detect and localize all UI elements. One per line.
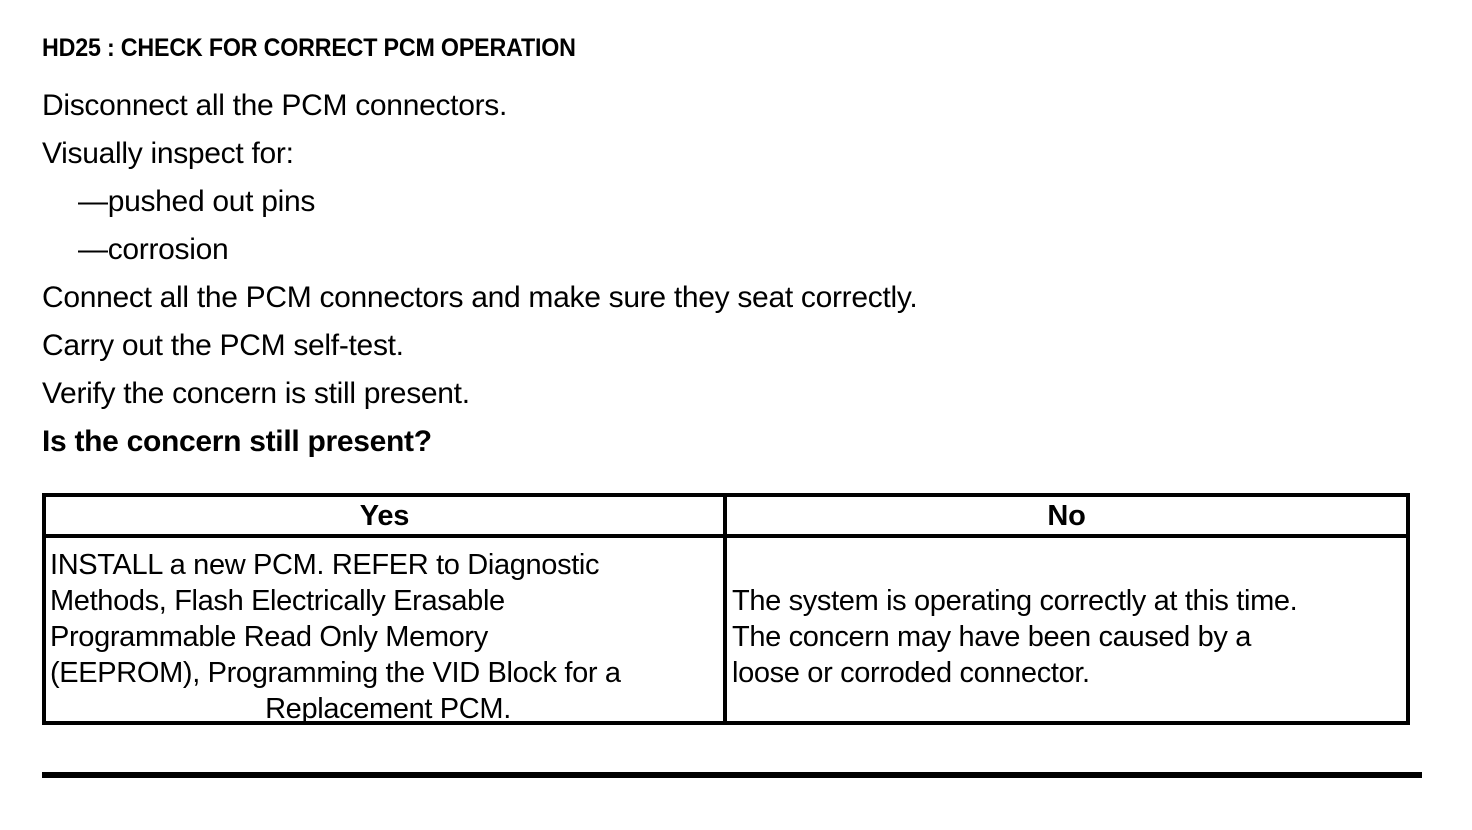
cell-line: Replacement PCM.: [265, 693, 511, 725]
procedure-bullet: —corrosion: [78, 233, 229, 266]
procedure-line: Connect all the PCM connectors and make …: [42, 281, 918, 314]
procedure-line: Verify the concern is still present.: [42, 377, 470, 410]
column-header-label: No: [1047, 499, 1086, 532]
cell-line: INSTALL a new PCM. REFER to Diagnostic: [50, 549, 600, 581]
decision-question: Is the concern still present?: [42, 425, 432, 458]
table-header-row: Yes No: [46, 497, 1406, 538]
procedure-line: Visually inspect for:: [42, 137, 294, 170]
cell-line: The system is operating correctly at thi…: [732, 585, 1298, 617]
cell-line: The concern may have been caused by a: [732, 621, 1252, 653]
table-body-row: INSTALL a new PCM. REFER to Diagnostic M…: [46, 538, 1406, 725]
table-header-cell-no: No: [727, 497, 1406, 534]
yes-action-text: INSTALL a new PCM. REFER to Diagnostic M…: [50, 547, 740, 727]
footer-divider: [42, 772, 1422, 778]
cell-line: (EEPROM), Programming the VID Block for …: [50, 657, 621, 689]
column-header-label: Yes: [359, 499, 410, 532]
no-action-text: The system is operating correctly at thi…: [732, 583, 1392, 691]
page-title: HD25 : CHECK FOR CORRECT PCM OPERATION: [42, 34, 576, 62]
table-cell-yes-action: INSTALL a new PCM. REFER to Diagnostic M…: [46, 538, 727, 725]
procedure-bullet: —pushed out pins: [78, 185, 316, 218]
procedure-line: Carry out the PCM self-test.: [42, 329, 404, 362]
cell-line: loose or corroded connector.: [732, 657, 1090, 689]
table-header-cell-yes: Yes: [46, 497, 727, 534]
decision-table: Yes No INSTALL a new PCM. REFER to Diagn…: [42, 493, 1410, 725]
procedure-steps: Disconnect all the PCM connectors. Visua…: [42, 82, 1422, 466]
cell-line: Methods, Flash Electrically Erasable: [50, 585, 505, 617]
cell-line: Programmable Read Only Memory: [50, 621, 488, 653]
table-cell-no-action: The system is operating correctly at thi…: [727, 538, 1406, 721]
procedure-line: Disconnect all the PCM connectors.: [42, 89, 508, 122]
